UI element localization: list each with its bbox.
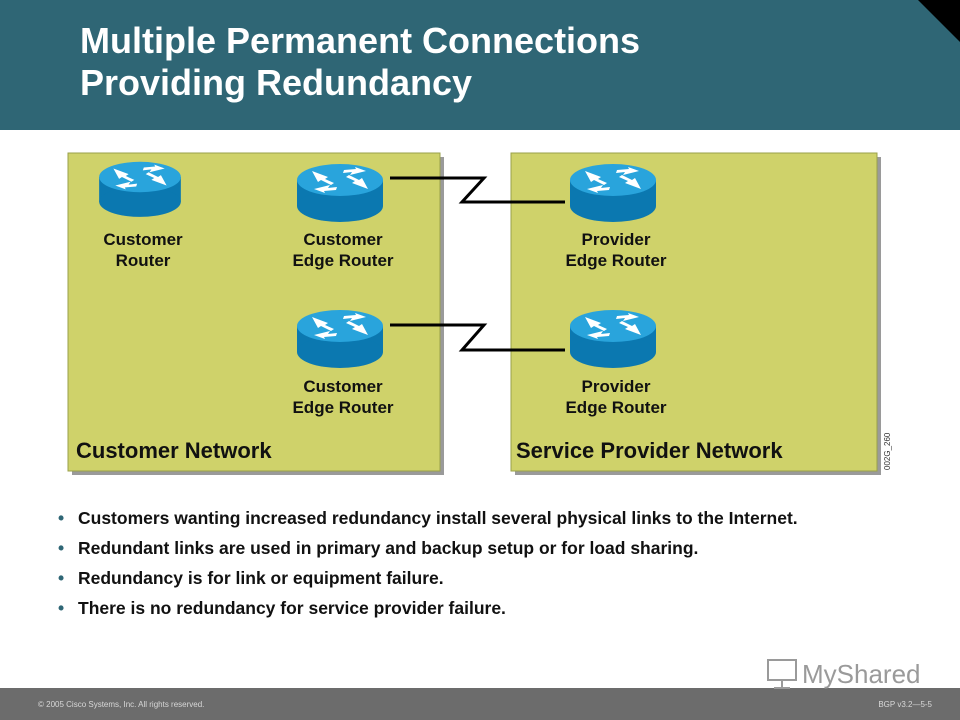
bullet-item: •Customers wanting increased redundancy … xyxy=(58,508,798,528)
bullet-symbol: • xyxy=(58,538,65,558)
corner-triangle xyxy=(918,0,960,42)
customer-edge-router-1-label-1: Customer xyxy=(303,230,383,249)
bullet-symbol: • xyxy=(58,508,65,528)
provider-network-label: Service Provider Network xyxy=(516,438,783,463)
serial-link-2 xyxy=(390,323,565,352)
watermark-text: MyShared xyxy=(802,659,921,689)
serial-link-1 xyxy=(390,176,565,204)
bullet-item: •There is no redundancy for service prov… xyxy=(58,598,506,618)
provider-edge-router-2-label-2: Edge Router xyxy=(565,398,666,417)
course-page-number: BGP v3.2—5-5 xyxy=(878,700,932,709)
provider-network-box xyxy=(510,152,878,472)
footer-bar: © 2005 Cisco Systems, Inc. All rights re… xyxy=(0,688,960,720)
slide-title: Multiple Permanent Connections Providing… xyxy=(80,20,640,104)
provider-edge-router-1-label-2: Edge Router xyxy=(565,251,666,270)
bullet-symbol: • xyxy=(58,568,65,588)
bullet-list: •Customers wanting increased redundancy … xyxy=(58,508,928,628)
bullet-symbol: • xyxy=(58,598,65,618)
customer-edge-router-1-label-2: Edge Router xyxy=(292,251,393,270)
title-bar: Multiple Permanent Connections Providing… xyxy=(0,0,960,130)
provider-edge-router-2-label-1: Provider xyxy=(582,377,651,396)
bullet-item: •Redundancy is for link or equipment fai… xyxy=(58,568,444,588)
figure-id: 002G_260 xyxy=(883,432,892,470)
network-diagram: Customer Router Customer Edge Router Cus… xyxy=(67,152,892,475)
customer-edge-router-1-icon xyxy=(297,164,383,222)
presentation-icon xyxy=(767,659,797,689)
customer-router-label-2: Router xyxy=(116,251,171,270)
customer-router-icon xyxy=(99,161,181,217)
provider-edge-router-2-icon xyxy=(570,310,656,368)
customer-router-label-1: Customer xyxy=(103,230,183,249)
title-line-1: Multiple Permanent Connections xyxy=(80,20,641,61)
customer-edge-router-2-icon xyxy=(297,310,383,368)
provider-edge-router-1-label-1: Provider xyxy=(582,230,651,249)
title-line-2: Providing Redundancy xyxy=(80,62,473,103)
customer-edge-router-2-label-1: Customer xyxy=(303,377,383,396)
copyright-text: © 2005 Cisco Systems, Inc. All rights re… xyxy=(38,700,205,709)
watermark-logo: MyShared xyxy=(767,659,921,689)
provider-edge-router-1-icon xyxy=(570,164,656,222)
bullet-item: •Redundant links are used in primary and… xyxy=(58,538,699,558)
customer-network-label: Customer Network xyxy=(76,438,272,463)
customer-edge-router-2-label-2: Edge Router xyxy=(292,398,393,417)
